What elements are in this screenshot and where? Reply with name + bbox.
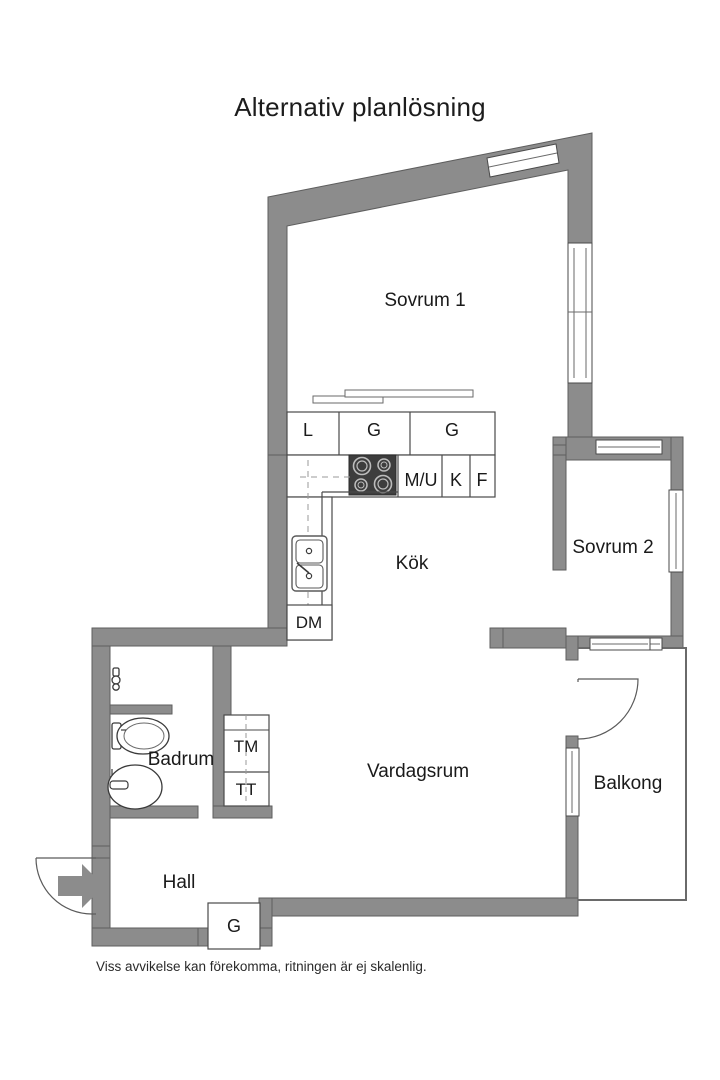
toilet-icon — [111, 717, 170, 755]
window-balcony-top — [589, 637, 651, 651]
window-sovrum2-top — [595, 439, 663, 455]
kitchen-appliance-row — [286, 454, 496, 498]
wall-hall-bottom — [91, 927, 214, 947]
wall-sovrum1-right-lower — [567, 382, 593, 446]
wall-kitchen-left — [267, 454, 288, 641]
window-sovrum1-top — [486, 143, 560, 178]
washbasin-icon — [107, 764, 163, 810]
kitchen-counter — [286, 460, 398, 641]
door-swing-icon-balcony — [577, 678, 639, 740]
wall-corridor-left — [552, 444, 567, 456]
room-labels-layer: Sovrum 1 Sovrum 2 Kök Vardagsrum Badrum … — [148, 290, 663, 893]
room-label-hall: Hall — [163, 872, 196, 893]
fixture-label-washing-machine-tm: TM — [234, 737, 259, 756]
stove-icon — [348, 454, 397, 496]
window-sovrum1-right — [567, 242, 593, 384]
window-balcony-door — [565, 747, 580, 817]
shower-icon — [111, 667, 121, 691]
fixture-label-appliance-f: F — [477, 470, 488, 490]
entrance-arrow-icon — [58, 864, 104, 908]
window-sovrum2-right — [668, 489, 684, 573]
wall-shower-stub — [109, 704, 173, 715]
fixture-label-closet-g2: G — [445, 420, 459, 440]
wall-entrance-nub-top — [91, 845, 111, 859]
wall-bathroom-bottom-right — [212, 805, 273, 819]
laundry-stack — [223, 714, 270, 807]
wall-vardagsrum-right-stub — [489, 627, 504, 649]
kitchen-sink-icon — [291, 535, 328, 592]
fixture-label-dishwasher-dm: DM — [296, 613, 322, 632]
room-label-sovrum1: Sovrum 1 — [384, 290, 465, 311]
wall-balcony-left-lower — [565, 815, 579, 901]
page-title: Alternativ planlösning — [234, 92, 486, 122]
door-swing-icon-entrance — [35, 857, 93, 915]
wall-bathroom-top — [91, 627, 288, 647]
fixture-label-appliance-k: K — [450, 470, 462, 490]
windows-layer — [486, 143, 684, 817]
bathroom-fixtures — [107, 667, 270, 810]
fixture-label-appliance-mu: M/U — [405, 470, 438, 490]
fixture-label-tumble-dryer-tt: TT — [236, 780, 257, 799]
wall-bathroom-bottom-left — [109, 805, 199, 819]
wall-vardagsrum-bottom — [258, 897, 579, 917]
doors-layer — [35, 678, 639, 915]
room-label-balkong: Balkong — [594, 773, 663, 794]
plan-disclaimer-caption: Viss avvikelse kan förekomma, ritningen … — [96, 959, 427, 974]
kitchen-closet-row — [286, 389, 496, 456]
wall-sovrum2-right — [670, 436, 684, 491]
fixture-label-closet-g1: G — [367, 420, 381, 440]
wall-balcony-left-mid — [565, 735, 579, 749]
fixture-label-closet-l: L — [303, 420, 313, 440]
wall-sovrum2-left — [552, 436, 567, 571]
room-label-sovrum2: Sovrum 2 — [572, 537, 653, 558]
wall-balcony-left-upper — [565, 635, 579, 661]
room-label-badrum: Badrum — [148, 749, 215, 770]
room-label-vardagsrum: Vardagsrum — [367, 761, 469, 782]
hall-closet — [207, 902, 261, 950]
fixture-label-closet-hall-g: G — [227, 916, 241, 936]
room-label-kok: Kök — [396, 553, 429, 574]
fixture-labels-layer: L G G M/U K F DM TM TT G — [227, 420, 488, 936]
